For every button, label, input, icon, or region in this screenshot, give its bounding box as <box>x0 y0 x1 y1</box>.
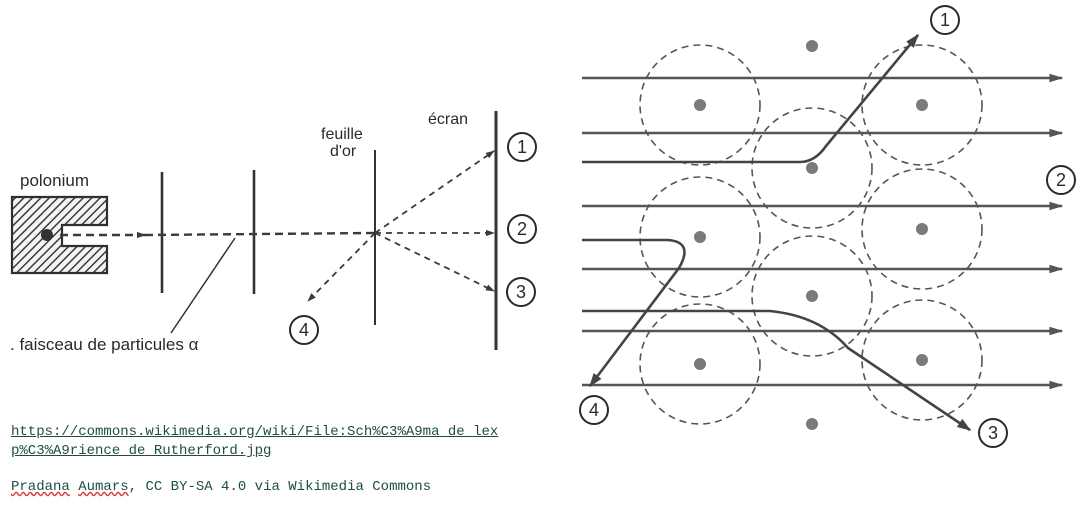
atom-boundaries <box>639 44 983 425</box>
atom-boundary <box>639 303 761 425</box>
atom-boundary <box>639 44 761 166</box>
polonium-label: polonium <box>20 171 89 190</box>
nucleus <box>916 354 928 366</box>
deflected-path-1 <box>582 33 920 164</box>
nucleus <box>916 223 928 235</box>
nucleus <box>694 231 706 243</box>
path-4-arrow <box>307 232 376 302</box>
author-last-name: Aumars <box>78 479 129 495</box>
nucleus <box>806 40 818 52</box>
atom-boundary <box>861 299 983 421</box>
path-3-arrow <box>374 232 495 292</box>
foil-label-line1: feuille <box>321 126 363 143</box>
polonium-source-block <box>10 195 109 275</box>
marker-3-left: 3 <box>506 277 536 307</box>
alpha-beam-main <box>144 231 376 237</box>
atom-boundary <box>639 176 761 298</box>
deflected-path-3 <box>582 309 972 432</box>
svg-text:1: 1 <box>517 137 527 157</box>
svg-text:2: 2 <box>1056 170 1066 190</box>
marker-4-left: 4 <box>289 315 319 345</box>
atomic-scattering-diagram: 1 2 3 4 <box>579 5 1076 448</box>
nucleus <box>694 99 706 111</box>
svg-text:4: 4 <box>589 400 599 420</box>
foil-label-line2: d'or <box>330 143 357 160</box>
atom-boundary <box>861 168 983 290</box>
svg-text:1: 1 <box>940 10 950 30</box>
license-caption: Pradana Aumars, CC BY-SA 4.0 via Wikimed… <box>11 479 431 495</box>
atom-nuclei <box>694 40 928 430</box>
license-text: , CC BY-SA 4.0 via Wikimedia Commons <box>128 479 432 495</box>
marker-1-right: 1 <box>930 5 960 35</box>
straight-particle-paths <box>582 73 1064 390</box>
marker-1-left: 1 <box>507 132 537 162</box>
atom-boundary <box>751 107 873 229</box>
source-url-caption: https://commons.wikimedia.org/wiki/File:… <box>11 423 511 461</box>
nucleus <box>916 99 928 111</box>
marker-3-right: 3 <box>978 418 1008 448</box>
screen-label: écran <box>428 111 468 128</box>
polonium-sample-dot <box>41 229 53 241</box>
marker-2-left: 2 <box>507 214 537 244</box>
svg-text:3: 3 <box>516 282 526 302</box>
atom-boundary <box>751 235 873 357</box>
beam-label: . faisceau de particules α <box>10 335 199 354</box>
source-url-link[interactable]: https://commons.wikimedia.org/wiki/File:… <box>11 424 499 459</box>
svg-text:2: 2 <box>517 219 527 239</box>
nucleus <box>694 358 706 370</box>
svg-text:3: 3 <box>988 423 998 443</box>
deflected-path-4 <box>582 238 686 388</box>
beam-label-leader <box>170 237 236 334</box>
atom-boundary <box>861 44 983 166</box>
nucleus <box>806 162 818 174</box>
marker-4-right: 4 <box>579 395 609 425</box>
marker-2-right: 2 <box>1046 165 1076 195</box>
path-1-arrow <box>374 150 495 234</box>
nucleus <box>806 290 818 302</box>
experiment-setup-diagram: polonium feuille d'or écran . faisceau d… <box>10 111 537 354</box>
author-first-name: Pradana <box>11 479 70 495</box>
svg-text:4: 4 <box>299 320 309 340</box>
nucleus <box>806 418 818 430</box>
